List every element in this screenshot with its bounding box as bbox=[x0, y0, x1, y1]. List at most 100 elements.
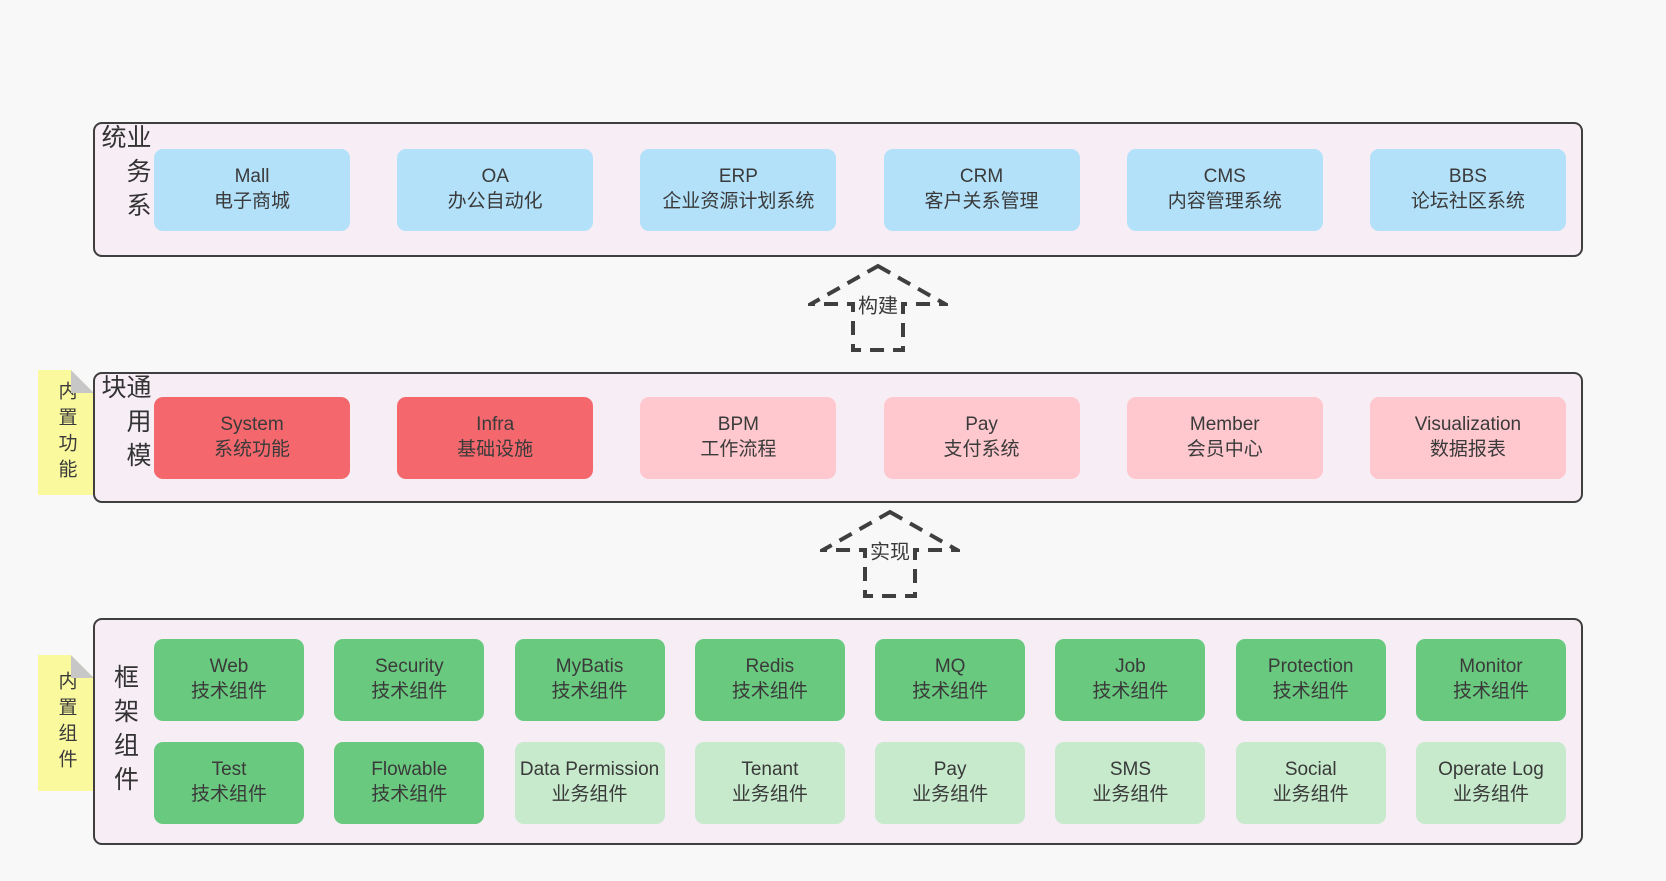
box-title: Pay bbox=[933, 759, 967, 781]
box-row: Web 技术组件 Security 技术组件 MyBatis 技术组件 Redi… bbox=[154, 639, 1566, 721]
box-title: Social bbox=[1284, 759, 1337, 781]
box-subtitle: 技术组件 bbox=[371, 681, 448, 702]
section-business-systems: 业务系统 Mall 电子商城 OA 办公自动化 ERP 企业资源计划系统 CRM bbox=[93, 122, 1583, 257]
box-title: Member bbox=[1189, 413, 1260, 435]
box-title: Job bbox=[1115, 656, 1146, 678]
box-subtitle: 数据报表 bbox=[1429, 438, 1506, 460]
box-title: Flowable bbox=[371, 759, 448, 781]
box-subtitle: 电子商城 bbox=[213, 190, 290, 212]
box-redis: Redis 技术组件 bbox=[694, 639, 845, 721]
box-crm: CRM 客户关系管理 bbox=[883, 148, 1080, 231]
box-title: SMS bbox=[1109, 759, 1151, 781]
sticky-note-label: 内置组件 bbox=[55, 671, 77, 775]
box-mall: Mall 电子商城 bbox=[154, 148, 350, 231]
box-subtitle: 技术组件 bbox=[371, 784, 448, 805]
box-title: System bbox=[220, 413, 284, 435]
box-subtitle: 技术组件 bbox=[1272, 681, 1349, 702]
box-oa: OA 办公自动化 bbox=[397, 148, 594, 231]
box-subtitle: 内容管理系统 bbox=[1167, 190, 1282, 212]
box-subtitle: 会员中心 bbox=[1186, 438, 1263, 460]
box-title: CRM bbox=[959, 165, 1004, 187]
box-infra: Infra 基础设施 bbox=[397, 396, 594, 479]
box-tenant: Tenant 业务组件 bbox=[694, 742, 845, 824]
up-arrow-icon bbox=[820, 509, 960, 598]
box-subtitle: 技术组件 bbox=[190, 681, 267, 702]
box-bpm: BPM 工作流程 bbox=[640, 396, 837, 479]
box-subtitle: 技术组件 bbox=[731, 681, 808, 702]
box-title: Operate Log bbox=[1438, 759, 1544, 781]
box-subtitle: 工作流程 bbox=[700, 438, 777, 460]
box-subtitle: 业务组件 bbox=[551, 784, 628, 805]
arrow-label: 构建 bbox=[855, 288, 901, 320]
box-job: Job 技术组件 bbox=[1055, 639, 1206, 721]
box-title: Mall bbox=[234, 165, 270, 187]
box-title: MyBatis bbox=[555, 656, 624, 678]
box-visualization: Visualization 数据报表 bbox=[1369, 396, 1566, 479]
box-title: Test bbox=[211, 759, 247, 781]
box-title: CMS bbox=[1203, 165, 1246, 187]
section-modules-content: System 系统功能 Infra 基础设施 BPM 工作流程 Pay 支付系统… bbox=[154, 374, 1566, 501]
box-title: Redis bbox=[745, 656, 795, 678]
box-subtitle: 技术组件 bbox=[1092, 681, 1169, 702]
box-bbs: BBS 论坛社区系统 bbox=[1369, 148, 1566, 231]
sticky-note-label: 内置功能 bbox=[55, 380, 77, 485]
box-title: Pay bbox=[965, 413, 998, 435]
box-subtitle: 企业资源计划系统 bbox=[662, 190, 815, 212]
box-title: ERP bbox=[718, 165, 758, 187]
box-title: Monitor bbox=[1459, 656, 1523, 678]
box-title: OA bbox=[481, 165, 509, 187]
box-subtitle: 业务组件 bbox=[1272, 784, 1349, 805]
box-title: BPM bbox=[717, 413, 759, 435]
box-subtitle: 支付系统 bbox=[943, 438, 1020, 460]
box-subtitle: 技术组件 bbox=[1452, 681, 1529, 702]
box-erp: ERP 企业资源计划系统 bbox=[640, 148, 837, 231]
box-data-permission: Data Permission 业务组件 bbox=[514, 742, 665, 824]
box-sms: SMS 业务组件 bbox=[1055, 742, 1206, 824]
box-web: Web 技术组件 bbox=[154, 639, 304, 721]
box-title: Tenant bbox=[741, 759, 799, 781]
box-subtitle: 业务组件 bbox=[731, 784, 808, 805]
box-member: Member 会员中心 bbox=[1126, 396, 1323, 479]
box-subtitle: 客户关系管理 bbox=[924, 190, 1039, 212]
arrow-build: 构建 bbox=[808, 262, 948, 354]
box-subtitle: 技术组件 bbox=[551, 681, 628, 702]
box-subtitle: 论坛社区系统 bbox=[1410, 190, 1525, 212]
box-subtitle: 基础设施 bbox=[457, 438, 534, 460]
box-row: Mall 电子商城 OA 办公自动化 ERP 企业资源计划系统 CRM 客户关系… bbox=[154, 148, 1566, 231]
box-protection: Protection 技术组件 bbox=[1235, 639, 1386, 721]
box-test: Test 技术组件 bbox=[154, 742, 304, 824]
section-common-modules: 通用模块 System 系统功能 Infra 基础设施 BPM 工作流程 Pay bbox=[93, 372, 1583, 503]
box-operate-log: Operate Log 业务组件 bbox=[1415, 742, 1566, 824]
box-mq: MQ 技术组件 bbox=[875, 639, 1026, 721]
box-title: BBS bbox=[1448, 165, 1487, 187]
box-row: System 系统功能 Infra 基础设施 BPM 工作流程 Pay 支付系统… bbox=[154, 396, 1566, 479]
box-cms: CMS 内容管理系统 bbox=[1126, 148, 1323, 231]
section-business-content: Mall 电子商城 OA 办公自动化 ERP 企业资源计划系统 CRM 客户关系… bbox=[154, 124, 1566, 255]
box-subtitle: 业务组件 bbox=[1452, 784, 1529, 805]
box-title: MQ bbox=[934, 656, 966, 678]
sticky-note-built-in-components: 内置组件 bbox=[38, 655, 94, 791]
box-title: Data Permission bbox=[519, 759, 660, 781]
box-social: Social 业务组件 bbox=[1235, 742, 1386, 824]
box-pay-component: Pay 业务组件 bbox=[875, 742, 1026, 824]
box-subtitle: 技术组件 bbox=[912, 681, 989, 702]
box-title: Web bbox=[209, 656, 249, 678]
arrow-label: 实现 bbox=[867, 534, 913, 566]
box-subtitle: 技术组件 bbox=[190, 784, 267, 805]
section-label-business: 业务系统 bbox=[98, 124, 151, 226]
box-title: Visualization bbox=[1414, 413, 1522, 435]
box-mybatis: MyBatis 技术组件 bbox=[514, 639, 665, 721]
up-arrow-icon bbox=[808, 263, 948, 352]
box-subtitle: 办公自动化 bbox=[447, 190, 543, 212]
sticky-note-built-in-features: 内置功能 bbox=[38, 370, 94, 495]
box-title: Infra bbox=[476, 413, 515, 435]
box-subtitle: 系统功能 bbox=[213, 438, 290, 460]
box-title: Security bbox=[374, 656, 444, 678]
box-subtitle: 业务组件 bbox=[1092, 784, 1169, 805]
section-label-modules: 通用模块 bbox=[98, 374, 151, 476]
box-flowable: Flowable 技术组件 bbox=[334, 742, 485, 824]
box-subtitle: 业务组件 bbox=[912, 784, 989, 805]
arrow-implement: 实现 bbox=[820, 508, 960, 600]
box-title: Protection bbox=[1267, 656, 1354, 678]
